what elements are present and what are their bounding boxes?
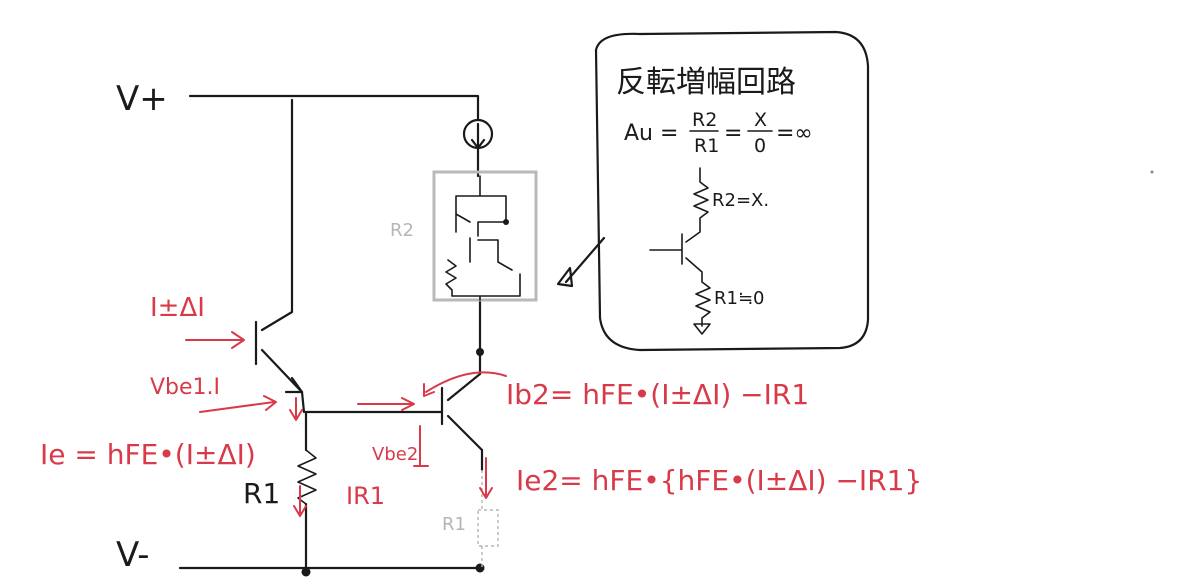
- r1-label: R1: [243, 477, 280, 510]
- q1-emitter: [260, 348, 302, 392]
- gain-result: =∞: [776, 121, 813, 146]
- vbe1-arrow: [199, 395, 277, 413]
- v-plus-label: V+: [116, 79, 168, 119]
- note-pointer-arrow: [556, 266, 574, 288]
- ie-label: Ie = hFE•(I±ΔI): [40, 438, 256, 471]
- vbe2-marker: [413, 425, 429, 467]
- note-pointer-line: [564, 236, 606, 284]
- gain-lhs: Au =: [624, 121, 678, 146]
- note-r2-label: R2=X.: [712, 190, 769, 211]
- r2-equivalent-box: [432, 170, 538, 302]
- ghost-r1-box: [477, 509, 499, 547]
- ib2-label: Ib2= hFE•(I±ΔI) −IR1: [506, 378, 809, 411]
- q1-collector-wire: [260, 98, 294, 332]
- stray-dot: [1150, 170, 1154, 174]
- gain-den2: 0: [754, 135, 766, 157]
- vbe1-label: Vbe1.I: [150, 375, 220, 400]
- ib2-arrow: [423, 371, 507, 397]
- ground-node-left: [301, 567, 311, 577]
- input-current-arrow: [185, 331, 245, 349]
- gain-num2: X: [754, 109, 767, 131]
- q1-emitter-lead: [300, 390, 306, 414]
- svg-text:=: =: [724, 121, 742, 146]
- ie2-arrow: [479, 457, 493, 499]
- v-minus-label: V-: [116, 535, 150, 575]
- note-bubble: [594, 30, 870, 352]
- input-current-label: I±ΔI: [150, 293, 205, 323]
- note-r1-label: R1≒0: [714, 288, 765, 309]
- v-plus-rail: [188, 94, 480, 122]
- note-mini-circuit: [649, 167, 711, 335]
- r2-inner-circuit: [445, 175, 521, 301]
- ie2-label: Ie2= hFE•{hFE•(I±ΔI) −IR1}: [516, 464, 922, 497]
- ir1-label: IR1: [346, 482, 385, 510]
- gain-den1: R1: [694, 135, 719, 157]
- ie-arrow: [289, 397, 303, 421]
- vbe2-label: Vbe2: [372, 444, 418, 465]
- q2-collector: [446, 372, 482, 402]
- q2-emitter: [446, 414, 484, 452]
- gain-num1: R2: [692, 109, 717, 131]
- current-source-arrow: [470, 122, 486, 150]
- ir1-arrow: [293, 485, 307, 517]
- note-title: 反転増幅回路: [616, 65, 796, 100]
- ghost-r1-label: R1: [442, 514, 466, 535]
- q2-base-arrow: [357, 397, 415, 411]
- ghost-r2-label: R2: [390, 220, 414, 241]
- ground-node-right: [475, 563, 485, 573]
